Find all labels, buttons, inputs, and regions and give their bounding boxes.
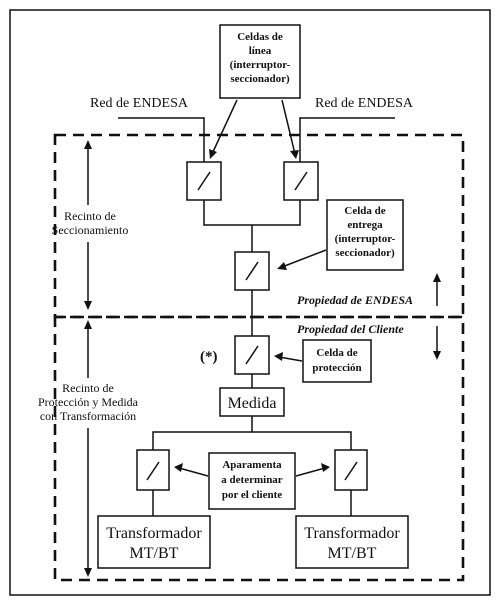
svg-text:seccionador): seccionador)	[335, 247, 395, 259]
incoming-line-right	[299, 117, 395, 162]
arrowhead-celdas-right	[290, 150, 299, 159]
celda-entrega-box	[326, 199, 404, 271]
celdas-linea-box	[219, 24, 301, 99]
arrowhead-prop-cliente	[433, 351, 441, 360]
svg-text:(interruptor-: (interruptor-	[230, 59, 291, 71]
celdas-linea-label: Celdas de línea (interruptor- seccionado…	[230, 31, 291, 85]
svg-text:por el cliente: por el cliente	[222, 489, 282, 501]
arrowhead-aparamenta-left	[174, 463, 183, 472]
recinto-proteccion-label: Recinto de Protección y Medida con Trans…	[38, 381, 139, 423]
arrowhead-prot-down	[84, 568, 92, 577]
arrow-aparamenta-left	[178, 467, 209, 477]
svg-text:MT/BT: MT/BT	[328, 545, 377, 562]
switch-trafo-left	[136, 449, 170, 491]
propiedad-cliente: Propiedad del Cliente	[297, 322, 404, 336]
arrowhead-prop-endesa	[433, 273, 441, 282]
svg-text:seccionador): seccionador)	[230, 73, 290, 85]
transformador-left-box	[97, 515, 211, 569]
celda-proteccion-box	[302, 339, 372, 383]
line-cell-right	[283, 161, 319, 201]
arrowhead-aparamenta-right	[321, 463, 330, 472]
outer-frame	[9, 9, 491, 596]
recinto-seccionamiento-label: Recinto de Seccionamiento	[52, 209, 129, 237]
svg-text:(interruptor-: (interruptor-	[335, 233, 396, 245]
zone-proteccion-medida	[53, 315, 465, 582]
svg-text:Recinto de: Recinto de	[64, 209, 116, 223]
svg-text:a determinar: a determinar	[221, 474, 283, 486]
proteccion-cell	[234, 335, 270, 375]
svg-text:entrega: entrega	[347, 219, 383, 231]
svg-text:MT/BT: MT/BT	[130, 545, 179, 562]
entrega-cell	[234, 251, 270, 291]
svg-text:Celda de: Celda de	[316, 347, 357, 359]
arrowhead-secc-down	[84, 301, 92, 310]
svg-text:Protección y Medida: Protección y Medida	[38, 395, 139, 409]
transformador-left-label: Transformador MT/BT	[106, 525, 202, 562]
svg-text:Aparamenta: Aparamenta	[222, 459, 282, 471]
svg-text:Transformador: Transformador	[106, 525, 202, 542]
medida-box	[219, 387, 285, 417]
aparamenta-box	[208, 452, 296, 510]
medida-label: Medida	[228, 395, 277, 412]
svg-text:Celda de: Celda de	[344, 205, 385, 217]
red-endesa-left: Red de ENDESA	[90, 96, 189, 111]
svg-text:Recinto de: Recinto de	[62, 381, 114, 395]
svg-text:protección: protección	[312, 362, 361, 374]
switch-trafo-right	[334, 449, 368, 491]
arrowhead-entrega	[277, 262, 287, 270]
arrow-celdas-left	[211, 99, 238, 155]
arrowhead-secc-up	[84, 140, 92, 149]
aparamenta-label: Aparamenta a determinar por el cliente	[221, 459, 283, 501]
red-endesa-right: Red de ENDESA	[315, 96, 414, 111]
propiedad-endesa: Propiedad de ENDESA	[297, 293, 413, 307]
bus-to-left-trafo	[152, 416, 253, 450]
busbar	[203, 200, 301, 226]
arrow-entrega	[281, 249, 327, 268]
celda-proteccion-label: Celda de protección	[312, 347, 361, 374]
celda-entrega-label: Celda de entrega (interruptor- seccionad…	[335, 205, 396, 259]
arrowhead-proteccion	[274, 352, 283, 361]
line-cell-left	[186, 161, 222, 201]
arrow-proteccion	[278, 356, 303, 362]
arrowhead-prot-up	[84, 320, 92, 329]
arrow-aparamenta-right	[295, 467, 326, 477]
transformador-right-label: Transformador MT/BT	[304, 525, 400, 562]
svg-text:Transformador: Transformador	[304, 525, 400, 542]
bus-to-right-trafo	[252, 431, 352, 450]
arrow-celdas-right	[281, 99, 296, 155]
incoming-line-left	[118, 117, 205, 162]
asterisk-note: (*)	[200, 349, 218, 365]
svg-text:Seccionamiento: Seccionamiento	[52, 223, 129, 237]
arrowhead-celdas-left	[209, 149, 217, 159]
transformador-right-box	[295, 515, 409, 569]
svg-text:con Transformación: con Transformación	[40, 409, 136, 423]
svg-text:Celdas de: Celdas de	[237, 31, 283, 43]
svg-text:línea: línea	[249, 45, 272, 57]
